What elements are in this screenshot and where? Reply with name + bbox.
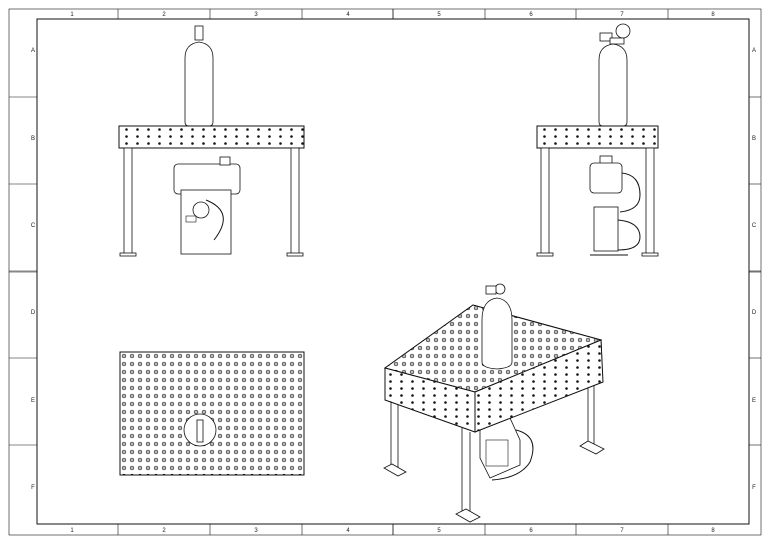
table-legs-front: [119, 147, 304, 257]
row-label-left: E: [31, 398, 35, 404]
row-zone-ticks: [9, 96, 761, 446]
row-label-left: F: [31, 485, 35, 491]
row-label-left: A: [31, 48, 35, 54]
row-label-right: E: [752, 398, 756, 404]
row-label-left: C: [31, 223, 36, 229]
row-label-right: D: [752, 310, 757, 316]
column-label-bottom: 7: [620, 528, 624, 534]
column-label-bottom: 2: [162, 528, 166, 534]
column-label-top: 5: [437, 12, 441, 18]
top-view: [119, 351, 305, 476]
row-label-left: B: [31, 136, 35, 142]
column-label-bottom: 4: [346, 528, 350, 534]
column-label-bottom: 5: [437, 528, 441, 534]
table-legs-side: [536, 147, 659, 257]
table-top-plan: [119, 351, 305, 476]
side-view: [536, 23, 659, 257]
column-label-top: 4: [346, 12, 350, 18]
row-label-right: B: [752, 136, 756, 142]
row-label-right: C: [752, 223, 757, 229]
gas-cylinder-side: [598, 23, 631, 127]
iso-gas-cylinder: [481, 283, 513, 370]
row-label-right: A: [752, 48, 756, 54]
welder-unit-front: [173, 156, 241, 255]
column-label-bottom: 6: [529, 528, 533, 534]
column-label-bottom: 1: [70, 528, 74, 534]
table-top-side: [536, 125, 659, 149]
column-label-top: 6: [529, 12, 533, 18]
column-label-top: 2: [162, 12, 166, 18]
welder-unit-side: [589, 155, 641, 256]
gas-cylinder-front: [184, 25, 214, 127]
row-label-left: D: [31, 310, 36, 316]
column-label-top: 1: [70, 12, 74, 18]
column-label-top: 3: [254, 12, 258, 18]
front-view: [118, 25, 305, 257]
iso-legs: [383, 368, 605, 523]
column-zone-ticks: [117, 9, 669, 535]
column-label-bottom: 8: [711, 528, 715, 534]
isometric-view: [383, 283, 605, 523]
column-label-bottom: 3: [254, 528, 258, 534]
column-label-top: 7: [620, 12, 624, 18]
table-top-front: [118, 125, 305, 149]
row-label-right: F: [752, 485, 756, 491]
column-label-top: 8: [711, 12, 715, 18]
